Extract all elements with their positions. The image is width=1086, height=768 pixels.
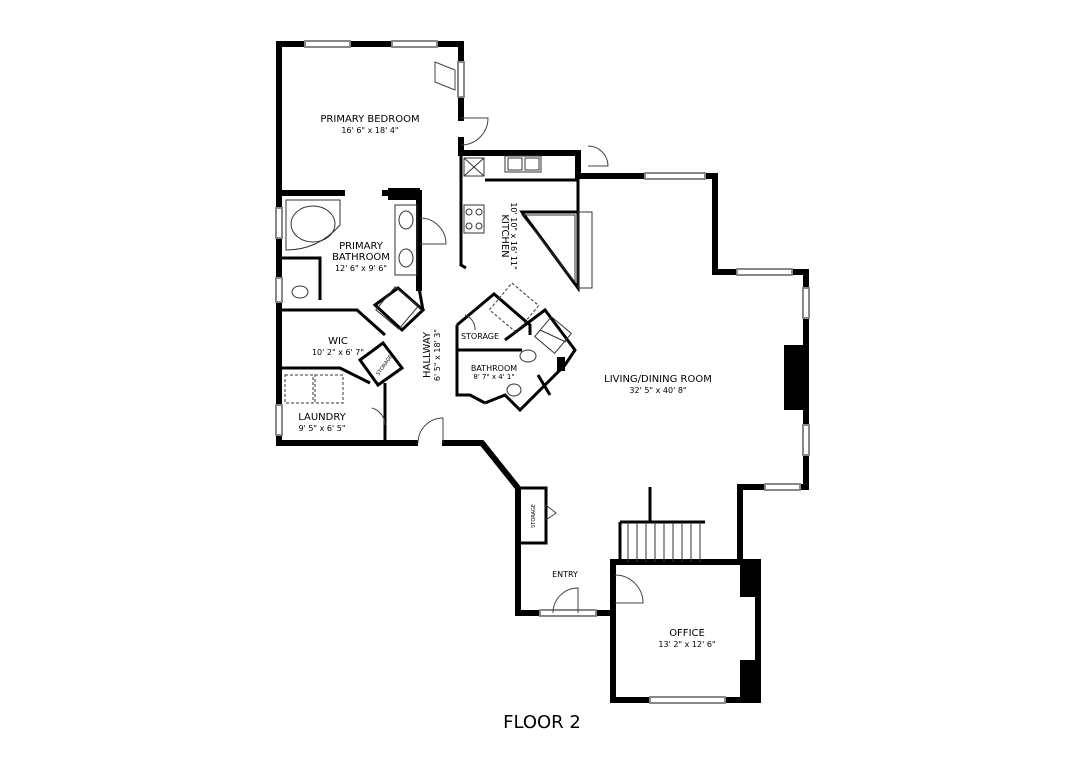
floor-label: FLOOR 2 [503,712,581,733]
window [649,696,726,704]
room-dims-hallway: 6' 5" x 18' 3" [433,329,442,381]
sink [398,248,414,268]
interior-walls [279,153,705,562]
room-name-primary-bathroom-line2: BATHROOM [332,252,390,263]
vanity [394,204,418,276]
room-labels: PRIMARY BEDROOM 16' 6" x 18' 4" PRIMARY … [298,114,715,649]
window [802,424,810,456]
window [764,483,801,491]
fireplace [784,345,806,410]
room-name-wic: WIC [328,336,348,347]
hall-toilet [506,383,522,397]
window [275,207,283,239]
window [391,40,438,48]
door [552,587,579,614]
window [644,172,706,180]
room-name-office: OFFICE [669,628,705,639]
kitchen-island [520,214,576,284]
toilet [291,285,309,299]
room-name-storage-small: STORAGE [376,354,395,377]
door [417,417,444,444]
window [304,40,351,48]
office-closet-block [740,562,758,597]
room-dims-office: 13' 2" x 12' 6" [658,640,715,649]
fridge [463,157,485,177]
window [275,404,283,436]
window [802,287,810,319]
room-name-bathroom: BATHROOM [471,364,517,373]
sink [398,210,414,230]
shower [375,286,419,330]
room-name-living-dining: LIVING/DINING ROOM [604,374,712,385]
office-closet-block [740,660,758,700]
dryer [314,374,344,404]
room-name-kitchen: KITCHEN [499,214,510,257]
door [371,407,386,426]
fixtures [284,155,593,404]
stove [463,204,485,234]
door [545,504,557,521]
dining-table [488,282,540,334]
solid-features [388,188,806,700]
doors [371,61,644,614]
windows [275,40,810,704]
room-name-storage-entry: STORAGE [531,504,537,528]
room-dims-bathroom: 8' 7" x 4' 1" [473,373,514,381]
room-dims-primary-bathroom: 12' 6" x 9' 6" [335,264,387,273]
room-dims-kitchen: 10' 10" x 16' 11" [509,202,518,269]
washer [284,374,314,404]
exterior-walls [276,41,809,703]
wall-column [557,357,565,371]
room-name-storage-hall: STORAGE [461,332,499,341]
door [460,117,489,146]
hall-shower [533,315,573,355]
room-dims-wic: 10' 2" x 6' 7" [312,348,364,357]
window [457,61,465,98]
room-name-primary-bedroom: PRIMARY BEDROOM [320,114,419,125]
room-name-entry: ENTRY [552,570,578,579]
window [539,609,597,617]
door [464,314,476,331]
stairs [627,522,701,562]
door [419,217,447,245]
room-name-primary-bathroom-line1: PRIMARY [339,241,384,252]
door [614,574,644,604]
room-dims-laundry: 9' 5" x 6' 5" [298,424,345,433]
bathtub [285,199,341,251]
hall-sink [519,349,537,363]
wall-column [388,188,420,200]
door [587,145,609,167]
room-dims-primary-bedroom: 16' 6" x 18' 4" [341,126,398,135]
window [736,268,793,276]
room-name-laundry: LAUNDRY [298,412,346,423]
room-name-hallway: HALLWAY [422,331,433,378]
kitchen-sink [504,155,542,173]
door [434,61,456,91]
room-dims-living-dining: 32' 5" x 40' 8" [629,386,686,395]
window [275,277,283,303]
